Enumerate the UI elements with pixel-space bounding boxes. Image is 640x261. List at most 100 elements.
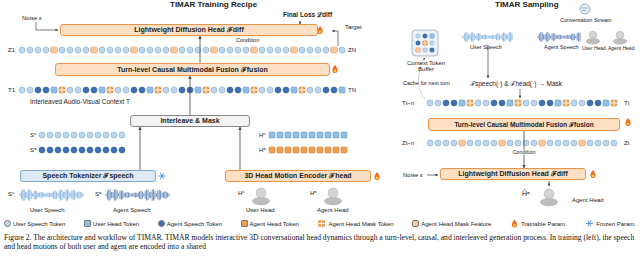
legend-item: Agent Head Mask Feature (412, 220, 491, 227)
user-speech-token (123, 47, 129, 53)
agent-head-mask-feature (459, 140, 466, 146)
legend-text: Frozen Param. (596, 221, 636, 227)
agent-speech-token (179, 87, 185, 93)
legend-item: Agent Speech Token (158, 220, 222, 227)
text-label: User Speech (30, 207, 65, 213)
mask-ribbon (251, 87, 257, 93)
user-head-token (277, 132, 283, 138)
module-title: Interleave & Mask (160, 117, 219, 125)
user-head-token (459, 100, 465, 106)
agent-speech-token (79, 147, 85, 153)
text-label: User Speech (470, 45, 502, 51)
user-speech-token (187, 47, 193, 53)
agent-head-token (269, 147, 275, 153)
user-head-token (195, 87, 201, 93)
user-head-token (333, 132, 339, 138)
legend-text: User Speech Token (13, 221, 65, 227)
legend-row: User Speech Token User Head Token Agent Sp… (4, 218, 636, 229)
user-head-token (291, 87, 297, 93)
text-label: ZN (348, 47, 356, 53)
flow-connector (240, 127, 241, 170)
mask-ribbon (467, 100, 473, 106)
agent-head-mask-token (611, 100, 617, 106)
user-speech-token (483, 100, 489, 106)
legend-text: Agent Head Mask Feature (421, 221, 491, 227)
user-speech-token (507, 140, 513, 146)
user-speech-token (275, 47, 281, 53)
agent-head-mask-token (107, 87, 113, 93)
user-speech-token (87, 132, 93, 138)
text-label: Agent Head (608, 46, 634, 51)
head-face (328, 188, 338, 198)
frozen-snowflake (586, 220, 593, 226)
user-speech-token (63, 132, 69, 138)
agent-speech-token (430, 48, 435, 53)
flow-arrow (520, 89, 521, 98)
buffer-icon (412, 30, 438, 56)
agent-head-token (277, 147, 283, 153)
user-speech-token (115, 47, 121, 53)
head-shoulders (586, 38, 600, 44)
user-speech-token (467, 140, 473, 146)
agent-speech-token (35, 87, 41, 93)
edge-label: Condition (511, 150, 536, 156)
agent-head-mask-token (423, 41, 428, 46)
text-label: Noise ε (22, 15, 42, 21)
agent-speech-token (323, 87, 329, 93)
agent-speech-token (103, 147, 109, 153)
user-head-token (301, 132, 307, 138)
agent-speech-token (547, 100, 553, 106)
user-speech-token (267, 47, 273, 53)
user-speech-token (475, 140, 481, 146)
user-speech-token (430, 41, 435, 46)
user-speech-token (119, 132, 125, 138)
user-speech-token (39, 132, 45, 138)
text-label: Hᵘ (238, 190, 245, 196)
user-speech-token (267, 87, 273, 93)
agent-head-mask-feature (131, 47, 138, 53)
trainable-flame (374, 172, 379, 180)
agent-speech-token (131, 87, 137, 93)
speech-waveform (106, 189, 169, 201)
module-band: Lightweight Diffusion Head ℱdiff (440, 168, 586, 180)
speech-waveform (20, 189, 83, 201)
stream-icon (580, 4, 590, 14)
user-speech-token (555, 140, 561, 146)
user-head-token (555, 100, 561, 106)
user-speech-token (531, 100, 537, 106)
user-speech-token (515, 140, 521, 146)
text-label: Agent Speech (113, 207, 151, 213)
user-speech-token (27, 87, 33, 93)
agent-speech-token (283, 87, 289, 93)
flow-connector (190, 76, 191, 115)
user-speech-token (423, 48, 428, 53)
agent-head-mask-feature (579, 140, 586, 146)
mask-ribbon (515, 100, 521, 106)
user-speech-token (611, 140, 617, 146)
agent-speech-token (47, 147, 53, 153)
user-speech-token (227, 47, 233, 53)
mask-ribbon (107, 87, 113, 93)
module-band: Interleave & Mask (130, 115, 250, 127)
text-label: Sᵘ (30, 132, 36, 138)
user-speech-token (43, 47, 49, 53)
legend-icon (510, 219, 519, 228)
user-speech-token (59, 47, 65, 53)
agent-head-mask-token (155, 87, 161, 93)
module-title: 3D Head Motion Encoder ℱhead (244, 172, 351, 180)
buffer-token (415, 48, 420, 53)
user-speech-token (79, 132, 85, 138)
legend-text: Agent Head Token (250, 221, 299, 227)
text-label: Z1 (8, 47, 15, 53)
agent-head-mask-token (515, 100, 521, 106)
legend-text: User Head Token (93, 221, 139, 227)
agent-speech-token (416, 41, 421, 46)
agent-speech-token (119, 147, 125, 153)
agent-head-token (301, 147, 307, 153)
text-label: Agent Head (572, 197, 604, 203)
mask-ribbon (563, 100, 569, 106)
agent-head-mask-token (59, 87, 65, 93)
flame-core (334, 70, 337, 73)
text-label: Final Loss ℒdiff (283, 12, 332, 19)
text-label: Conversation Stream (560, 18, 612, 24)
